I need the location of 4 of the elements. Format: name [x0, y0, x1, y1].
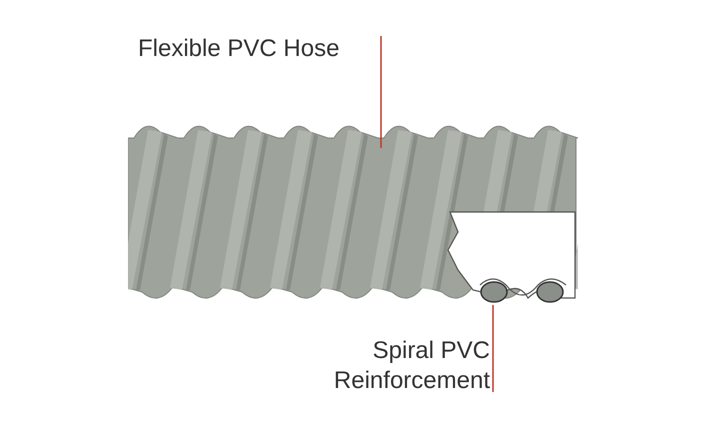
- leader-line: [492, 305, 494, 392]
- part-label: Spiral PVC Reinforcement: [300, 336, 490, 398]
- leader-line: [380, 36, 382, 148]
- part-label: Flexible PVC Hose: [138, 34, 378, 66]
